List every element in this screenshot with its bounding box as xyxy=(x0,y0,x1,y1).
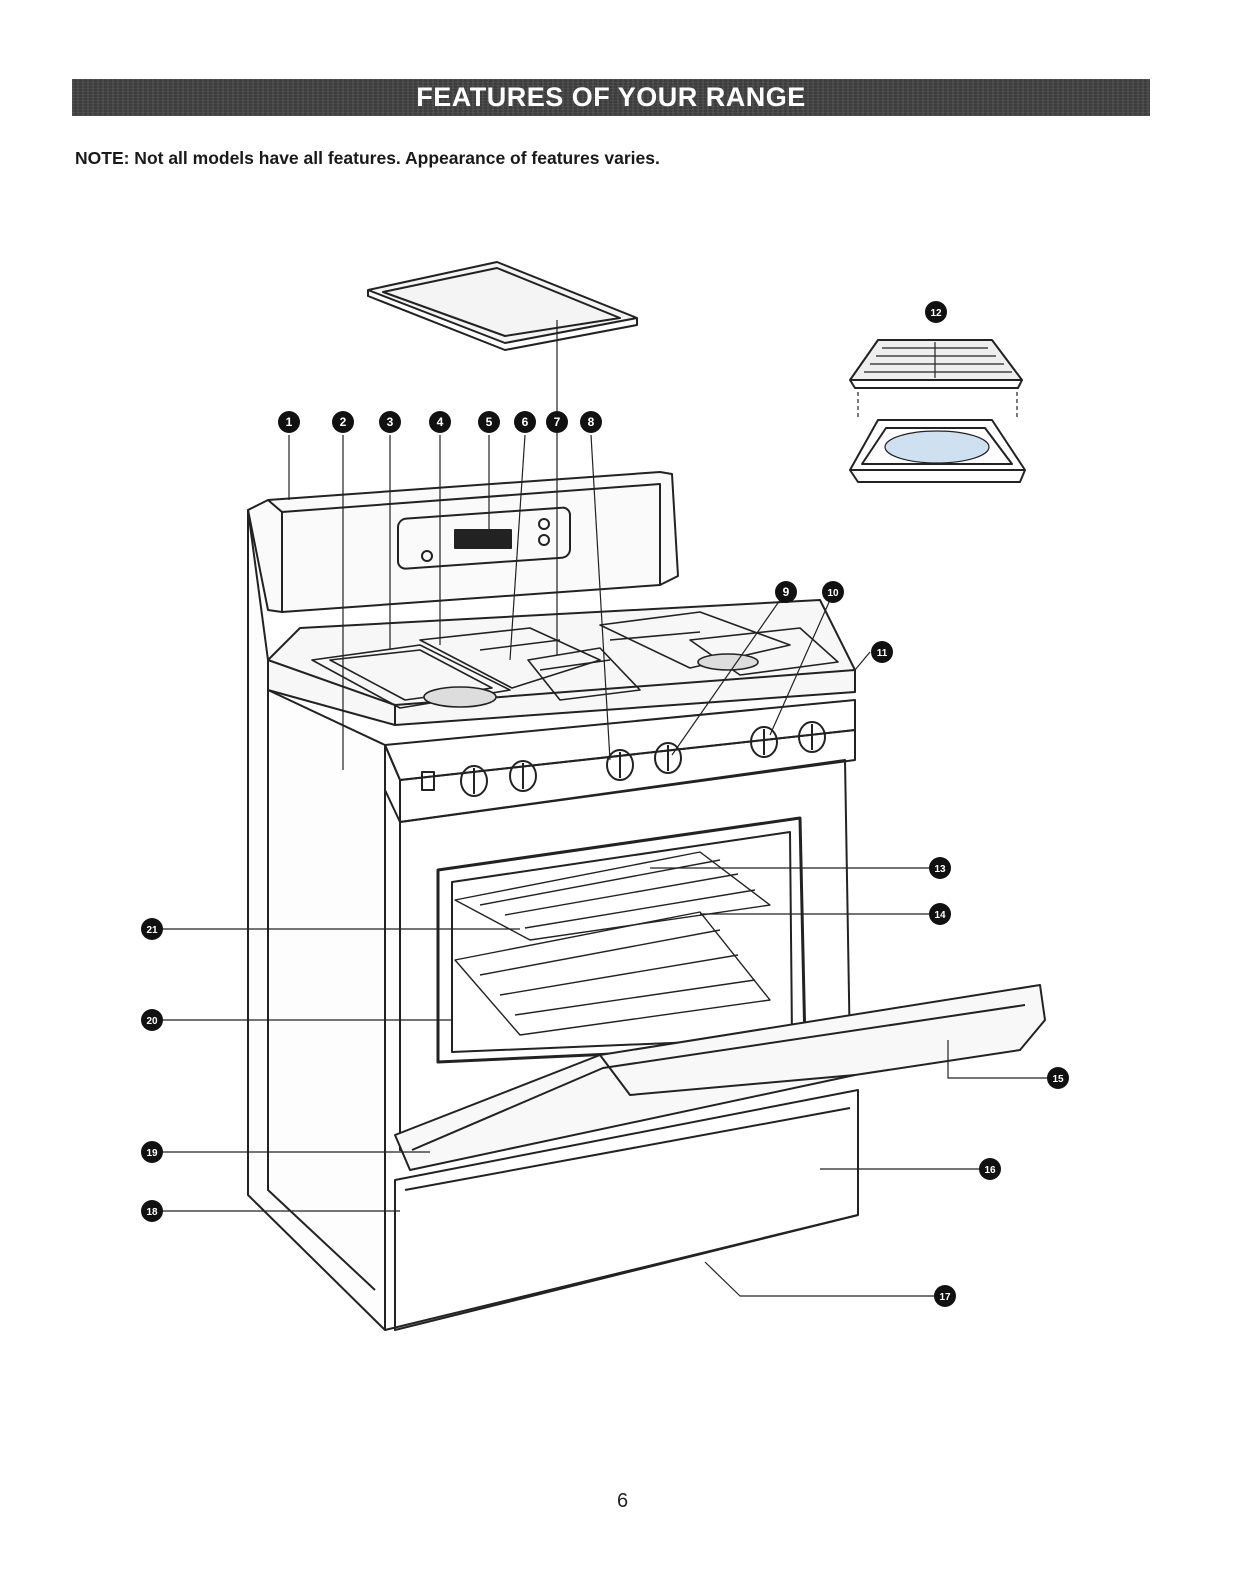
griddle-illustration xyxy=(368,262,637,350)
callout-label: 12 xyxy=(930,308,942,319)
callout-label: 16 xyxy=(984,1165,996,1176)
callout-4: 4 xyxy=(429,411,451,433)
callout-label: 15 xyxy=(1052,1074,1064,1085)
callout-3: 3 xyxy=(379,411,401,433)
callout-label: 17 xyxy=(939,1292,951,1303)
callout-label: 1 xyxy=(286,415,293,429)
callout-label: 2 xyxy=(340,415,347,429)
callout-15: 15 xyxy=(1047,1067,1069,1089)
callout-5: 5 xyxy=(478,411,500,433)
callout-label: 8 xyxy=(588,415,595,429)
callout-label: 20 xyxy=(146,1016,158,1027)
callout-label: 3 xyxy=(387,415,394,429)
page-number: 6 xyxy=(0,1490,1245,1513)
callout-16: 16 xyxy=(979,1158,1001,1180)
callout-12: 12 xyxy=(925,301,947,323)
callout-7: 7 xyxy=(546,411,568,433)
callout-label: 18 xyxy=(146,1207,158,1218)
callout-13: 13 xyxy=(929,857,951,879)
callout-label: 14 xyxy=(934,910,946,921)
callout-19: 19 xyxy=(141,1141,163,1163)
range-illustration xyxy=(248,472,1045,1330)
callout-20: 20 xyxy=(141,1009,163,1031)
callout-17: 17 xyxy=(934,1285,956,1307)
callout-label: 19 xyxy=(146,1148,158,1159)
callout-18: 18 xyxy=(141,1200,163,1222)
callout-11: 11 xyxy=(871,641,893,663)
callout-10: 10 xyxy=(822,581,844,603)
callout-1: 1 xyxy=(278,411,300,433)
callout-label: 13 xyxy=(934,864,946,875)
callout-6: 6 xyxy=(514,411,536,433)
callout-label: 11 xyxy=(877,648,888,659)
callout-14: 14 xyxy=(929,903,951,925)
callout-label: 5 xyxy=(486,415,493,429)
broiler-pan-illustration xyxy=(850,340,1025,482)
callout-label: 7 xyxy=(554,415,561,429)
callout-label: 6 xyxy=(522,415,529,429)
callout-9: 9 xyxy=(775,581,797,603)
callout-label: 10 xyxy=(827,588,839,599)
callout-21: 21 xyxy=(141,918,163,940)
callout-2: 2 xyxy=(332,411,354,433)
callout-8: 8 xyxy=(580,411,602,433)
callout-label: 9 xyxy=(783,585,790,599)
callout-label: 4 xyxy=(437,415,444,429)
callout-label: 21 xyxy=(146,925,158,936)
